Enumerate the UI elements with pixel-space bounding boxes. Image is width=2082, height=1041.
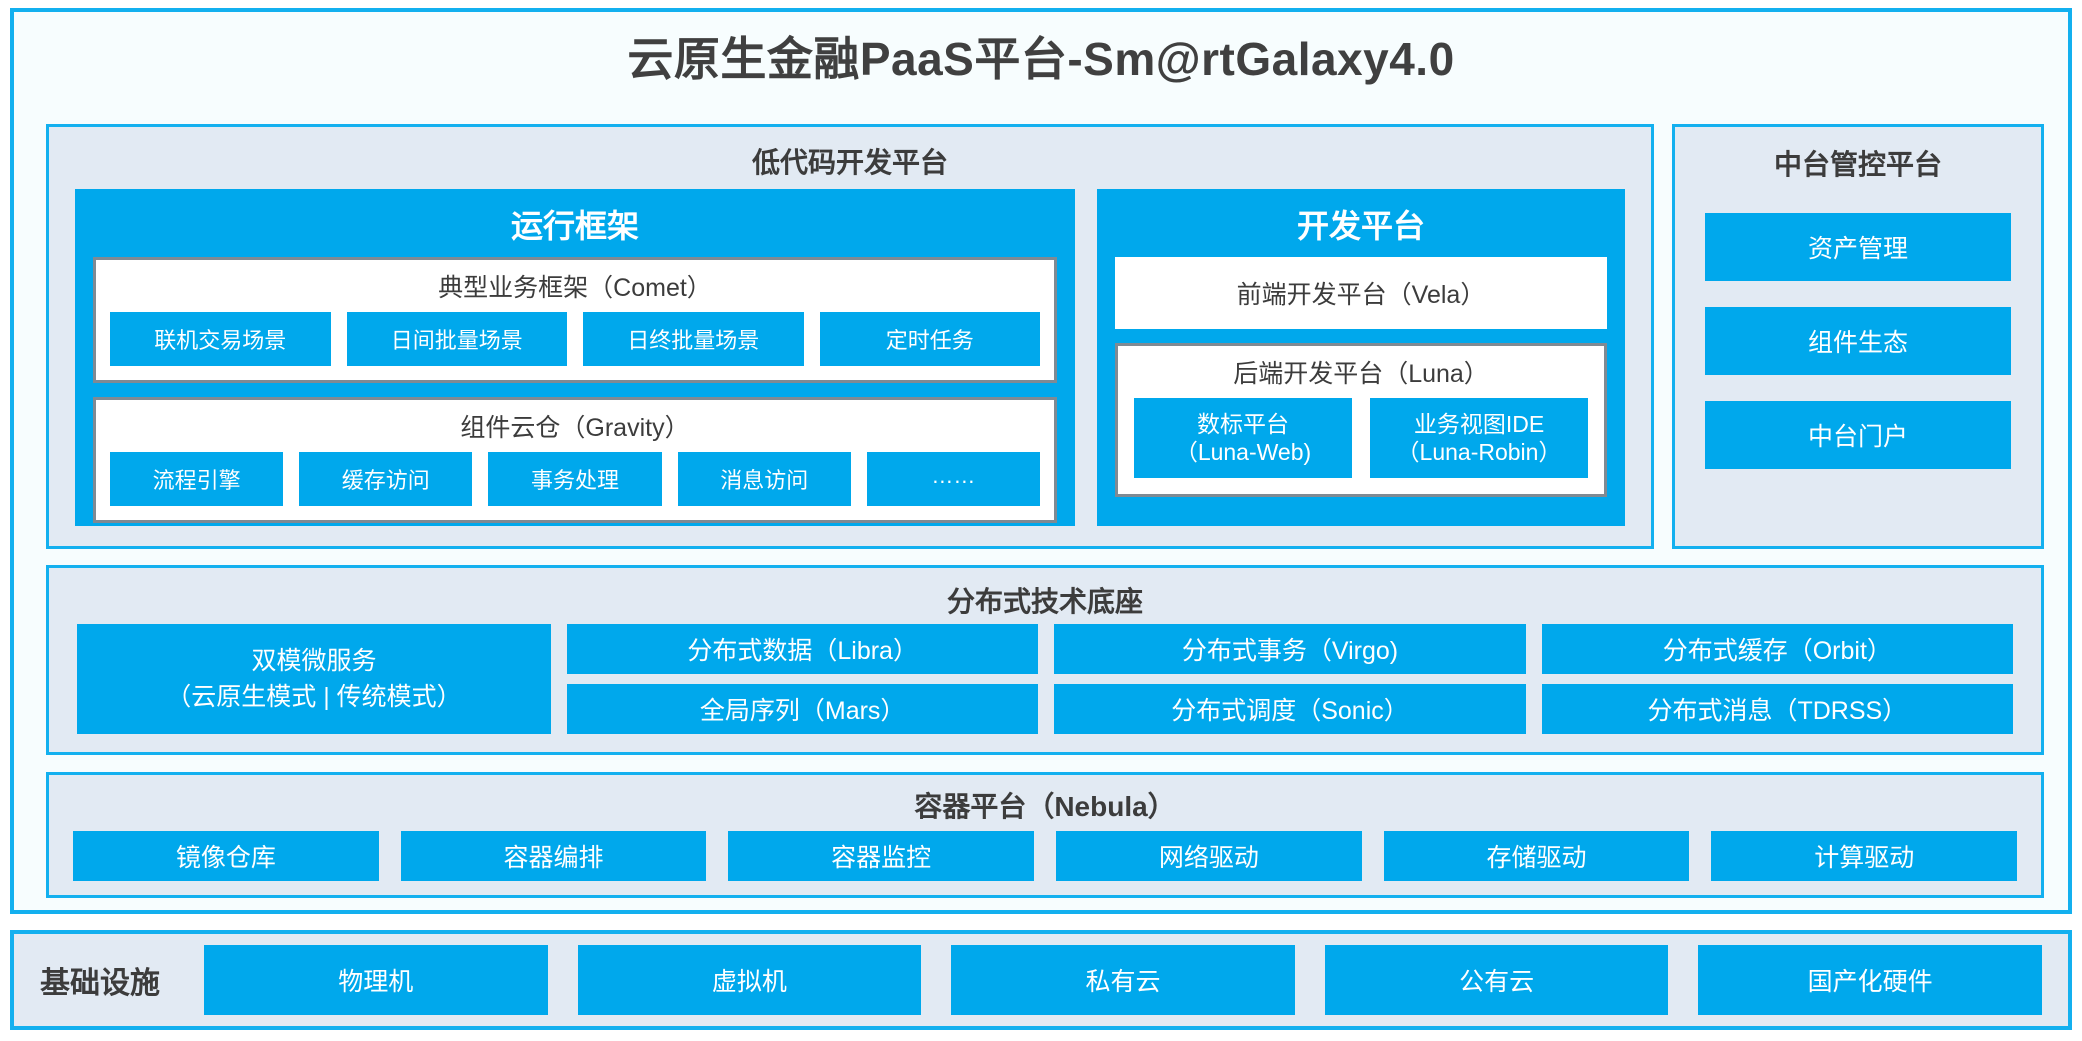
gravity-chip[interactable]: 缓存访问 [299, 452, 473, 506]
container-platform-panel: 容器平台（Nebula） 镜像仓库 容器编排 容器监控 网络驱动 存储驱动 计算… [46, 772, 2044, 898]
comet-chip[interactable]: 日终批量场景 [583, 312, 804, 366]
luna-card: 后端开发平台（Luna） 数标平台 （Luna-Web) 业务视图IDE （Lu… [1115, 343, 1607, 498]
luna-robin-line2: （Luna-Robin） [1396, 439, 1562, 466]
comet-chip-row: 联机交易场景 日间批量场景 日终批量场景 定时任务 [96, 308, 1054, 380]
distributed-cell-virgo[interactable]: 分布式事务（Virgo) [1054, 624, 1526, 674]
gravity-chip[interactable]: 流程引擎 [110, 452, 284, 506]
midoffice-chip-asset[interactable]: 资产管理 [1705, 213, 2011, 281]
gravity-chip-more[interactable]: …… [866, 452, 1041, 506]
infra-chip-domestic-hardware[interactable]: 国产化硬件 [1698, 945, 2042, 1015]
dev-platform-box: 开发平台 前端开发平台（Vela） 后端开发平台（Luna） 数标平台 （Lun… [1097, 189, 1625, 526]
gravity-chip[interactable]: 事务处理 [488, 452, 662, 506]
distributed-base-title: 分布式技术底座 [946, 586, 1143, 617]
top-row: 低代码开发平台 运行框架 典型业务框架（Comet） 联机交易场景 日间批量场景… [46, 124, 2044, 549]
page-title: 云原生金融PaaS平台-Sm@rtGalaxy4.0 [627, 33, 1455, 85]
midoffice-chip-component[interactable]: 组件生态 [1705, 307, 2011, 375]
dual-mode-line2: （云原生模式 | 传统模式） [166, 683, 462, 711]
infra-chip-private-cloud[interactable]: 私有云 [951, 945, 1295, 1015]
lowcode-platform-panel: 低代码开发平台 运行框架 典型业务框架（Comet） 联机交易场景 日间批量场景… [46, 124, 1654, 549]
infrastructure-bar: 基础设施 物理机 虚拟机 私有云 公有云 国产化硬件 [10, 930, 2072, 1030]
luna-web-line2: （Luna-Web) [1174, 439, 1312, 466]
dual-mode-microservice-chip[interactable]: 双模微服务 （云原生模式 | 传统模式） [77, 624, 551, 734]
distributed-cell-orbit[interactable]: 分布式缓存（Orbit） [1541, 624, 2013, 674]
distributed-cell-sonic[interactable]: 分布式调度（Sonic） [1054, 684, 1526, 734]
midoffice-chip-portal[interactable]: 中台门户 [1705, 401, 2011, 469]
runtime-framework-box: 运行框架 典型业务框架（Comet） 联机交易场景 日间批量场景 日终批量场景 … [75, 189, 1075, 526]
luna-web-chip[interactable]: 数标平台 （Luna-Web) [1134, 398, 1352, 479]
infrastructure-label: 基础设施 [40, 967, 160, 1000]
distributed-base-body: 双模微服务 （云原生模式 | 传统模式） 分布式数据（Libra） 全局序列（M… [77, 624, 2013, 734]
comet-card: 典型业务框架（Comet） 联机交易场景 日间批量场景 日终批量场景 定时任务 [93, 257, 1057, 383]
container-platform-title: 容器平台（Nebula） [914, 791, 1176, 822]
distributed-cell-libra[interactable]: 分布式数据（Libra） [567, 624, 1039, 674]
container-chip-row: 镜像仓库 容器编排 容器监控 网络驱动 存储驱动 计算驱动 [73, 831, 2018, 881]
container-chip-image-repo[interactable]: 镜像仓库 [73, 831, 379, 881]
infra-chip-public-cloud[interactable]: 公有云 [1324, 945, 1669, 1015]
luna-chip-row: 数标平台 （Luna-Web) 业务视图IDE （Luna-Robin） [1118, 394, 1604, 494]
infra-chip-physical[interactable]: 物理机 [204, 945, 548, 1015]
lowcode-platform-title: 低代码开发平台 [751, 147, 948, 178]
luna-title: 后端开发平台（Luna） [1233, 360, 1489, 388]
midoffice-platform-panel: 中台管控平台 资产管理 组件生态 中台门户 [1672, 124, 2044, 549]
main-frame: 云原生金融PaaS平台-Sm@rtGalaxy4.0 低代码开发平台 运行框架 … [10, 8, 2072, 914]
container-chip-monitoring[interactable]: 容器监控 [728, 831, 1035, 881]
infra-chip-virtual[interactable]: 虚拟机 [577, 945, 922, 1015]
midoffice-chip-list: 资产管理 组件生态 中台门户 [1705, 213, 2011, 469]
dev-platform-title: 开发平台 [1296, 208, 1425, 244]
container-chip-storage-driver[interactable]: 存储驱动 [1383, 831, 1690, 881]
luna-robin-chip[interactable]: 业务视图IDE （Luna-Robin） [1370, 398, 1588, 479]
gravity-chip[interactable]: 消息访问 [677, 452, 851, 506]
container-chip-orchestration[interactable]: 容器编排 [400, 831, 707, 881]
lowcode-columns: 运行框架 典型业务框架（Comet） 联机交易场景 日间批量场景 日终批量场景 … [75, 189, 1625, 526]
vela-card[interactable]: 前端开发平台（Vela） [1115, 257, 1607, 329]
luna-robin-line1: 业务视图IDE [1413, 411, 1545, 437]
distributed-cell-tdrss[interactable]: 分布式消息（TDRSS） [1541, 684, 2013, 734]
gravity-card: 组件云仓（Gravity） 流程引擎 缓存访问 事务处理 消息访问 …… [93, 397, 1057, 523]
dual-mode-line1: 双模微服务 [251, 646, 377, 675]
distributed-base-panel: 分布式技术底座 双模微服务 （云原生模式 | 传统模式） 分布式数据（Libra… [46, 565, 2044, 755]
container-chip-compute-driver[interactable]: 计算驱动 [1711, 831, 2018, 881]
comet-chip[interactable]: 联机交易场景 [110, 312, 331, 366]
container-chip-network-driver[interactable]: 网络驱动 [1056, 831, 1362, 881]
gravity-title: 组件云仓（Gravity） [460, 414, 690, 442]
comet-chip[interactable]: 定时任务 [819, 312, 1040, 366]
distributed-column-2: 分布式事务（Virgo) 分布式调度（Sonic） [1054, 624, 1526, 734]
luna-web-line1: 数标平台 [1197, 411, 1289, 437]
runtime-framework-title: 运行框架 [510, 208, 639, 244]
distributed-column-3: 分布式缓存（Orbit） 分布式消息（TDRSS） [1541, 624, 2013, 734]
comet-title: 典型业务框架（Comet） [438, 274, 712, 302]
comet-chip[interactable]: 日间批量场景 [346, 312, 567, 366]
distributed-cell-mars[interactable]: 全局序列（Mars） [567, 684, 1039, 734]
distributed-column-1: 分布式数据（Libra） 全局序列（Mars） [567, 624, 1039, 734]
gravity-chip-row: 流程引擎 缓存访问 事务处理 消息访问 …… [96, 448, 1054, 520]
midoffice-platform-title: 中台管控平台 [1773, 149, 1942, 180]
